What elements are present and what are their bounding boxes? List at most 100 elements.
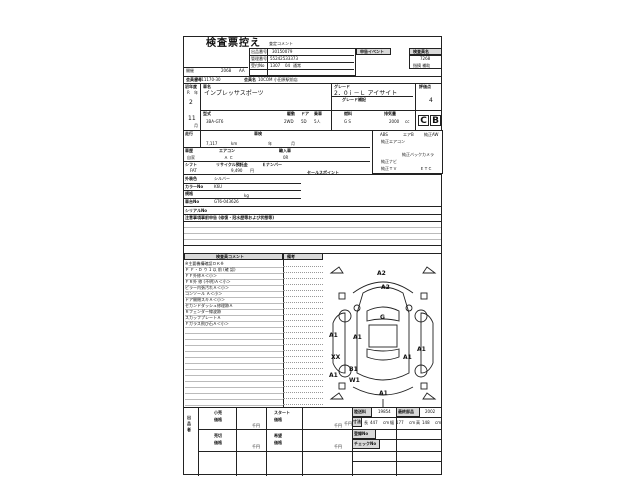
corner-marker [329, 266, 344, 274]
divider [198, 429, 441, 430]
length-label: 長 [364, 420, 368, 425]
divider [200, 83, 201, 147]
reception-extra: 04 [285, 63, 291, 68]
notes-line [283, 404, 323, 405]
divider [184, 407, 441, 408]
notes-line [283, 290, 323, 291]
width-unit: cm [409, 420, 416, 425]
notes-line [283, 314, 323, 315]
recycle-label: リサイクル預託金 [216, 162, 248, 167]
width-label: 幅 [390, 420, 394, 425]
aircon: Ａ Ｃ [224, 155, 234, 160]
venue-code: AA [239, 68, 245, 73]
inspection-sheet: 検査票控え 査定コメント 出品番号 30150079 管理番号 55242533… [183, 36, 443, 476]
damage-label: W1 [349, 377, 360, 384]
wheel-rear-left [338, 364, 352, 378]
divider [184, 190, 301, 191]
shaken-month-label: 月 [291, 141, 295, 146]
hope-sublabel: 価格 [274, 440, 282, 445]
divider [184, 130, 441, 131]
corner-marker [422, 266, 437, 274]
mgmt-no: 55242533373 [270, 56, 298, 61]
comment-row [185, 333, 283, 340]
divider [184, 245, 441, 246]
notes-line [283, 380, 323, 381]
comment-row: Ｒフェンダー線波跡 [185, 309, 283, 316]
divider [249, 69, 354, 70]
interior-grade: C [418, 115, 429, 126]
sales-sublabel: 価格 [214, 440, 222, 445]
comment-row [185, 393, 283, 400]
start-label: スタート [274, 410, 290, 415]
grade-supp-label: グレード補記 [342, 97, 366, 102]
inspector-label: 検査員名 [413, 49, 429, 54]
member-no-label: 会員番号 [186, 77, 202, 82]
headlight-right [420, 292, 428, 300]
year: 2 [189, 99, 193, 106]
import-value: 0R [283, 155, 289, 160]
serial-label: シリアルNo [185, 208, 208, 213]
divider [352, 439, 441, 440]
member-name-label: 会員名 [244, 77, 256, 82]
comment-row: コンソール Ａ＜小＞ [185, 291, 283, 298]
drive-label: 駆動 [287, 111, 295, 116]
option-ac: エアB [403, 132, 414, 137]
reception-no: 1307 [270, 63, 281, 68]
fuel-label: 燃料 [344, 111, 352, 116]
divider [302, 407, 303, 476]
notes-line [283, 320, 323, 321]
min-price-sublabel: 価格 [214, 417, 222, 422]
seats: 5人 [314, 119, 321, 124]
member-no: A011170-30 [196, 77, 221, 82]
divider [396, 407, 397, 476]
weight-unit: kg [244, 193, 249, 198]
comment-row [185, 369, 283, 376]
event-label: 申告イベント [360, 49, 384, 54]
comment-row: スカッフプレートＡ [185, 315, 283, 322]
fuel: G S [344, 119, 351, 124]
chassis-no: GT6-043626 [214, 199, 239, 204]
divider [184, 233, 441, 234]
mileage-unit: km [231, 141, 238, 146]
notes-line [283, 326, 323, 327]
mileage-value: 7,117 [206, 141, 218, 146]
option-abs: ABS [380, 132, 388, 137]
comment-row [185, 363, 283, 370]
length: 447 [370, 420, 378, 425]
notes-line [283, 374, 323, 375]
aircon-label: エアコン [219, 148, 235, 153]
mirror-left [353, 304, 361, 312]
notes-line [283, 368, 323, 369]
year-label: 年 [194, 90, 198, 95]
notes-line [283, 392, 323, 393]
grade-name: 2．0ｉ－Ｌ アイサイト [334, 90, 398, 97]
lot-no-label: 出品番号 [251, 49, 267, 54]
reg-no-label-cell [352, 429, 376, 439]
score: 4 [429, 97, 433, 104]
notes-line [283, 344, 323, 345]
damage-label: A1 [417, 346, 426, 353]
notice-label: 注意事項事前申告 (修復・冠水歴等および状態等) [185, 215, 275, 220]
color-no: K6U [214, 184, 223, 189]
notes-line [283, 284, 323, 285]
era: R [187, 90, 190, 95]
notes-line [283, 332, 323, 333]
hope-label: 希望 [274, 433, 282, 438]
shaken-label: 車検 [254, 131, 262, 136]
doors: 5D [301, 119, 307, 124]
car-body-outline [356, 286, 410, 381]
divider [184, 253, 441, 254]
dims-label: 寸法 [353, 419, 361, 424]
color-label: 外装色 [185, 176, 197, 181]
type-label: 型式 [203, 111, 211, 116]
drive: 2WD [284, 119, 294, 124]
left-side-outline [332, 312, 346, 374]
damage-label: G [380, 314, 385, 321]
divider [249, 62, 354, 63]
comment-list: ※主要機構確認ＯＫ※Ｐ Ｆ・Ｄ ウ 1 以 前 (確 認)ＦＦ外修Ａ＜小＞ＦＲ外… [185, 261, 283, 407]
inspector-label-cell [409, 48, 442, 55]
model-name: インプレッサスポーツ [204, 90, 264, 97]
divider [184, 183, 301, 184]
divider [184, 147, 370, 148]
